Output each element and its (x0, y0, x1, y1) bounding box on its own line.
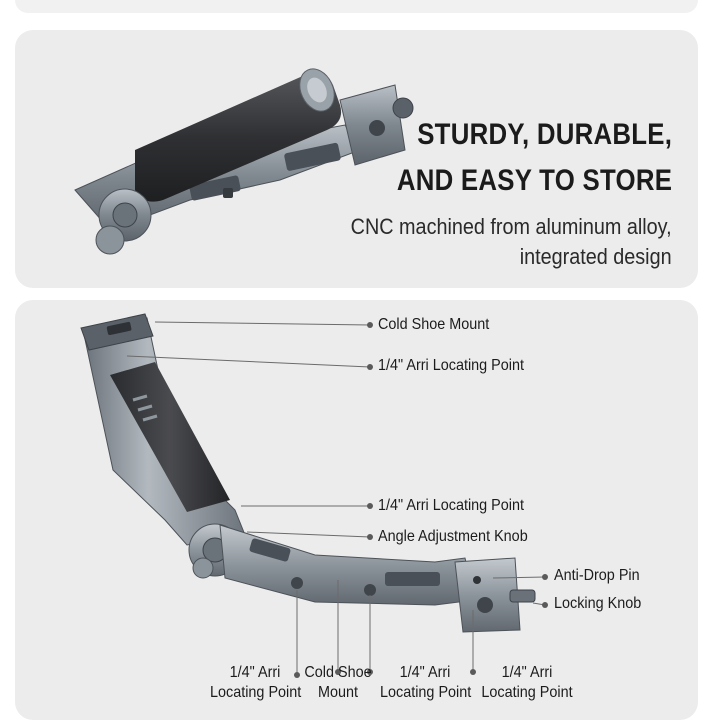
callout-bottom-cold-shoe-line2: Mount (317, 684, 359, 701)
callout-angle-adjustment-knob: Angle Adjustment Knob (378, 528, 528, 545)
callout-anti-drop-pin: Anti-Drop Pin (554, 567, 640, 584)
callout-bottom-arri-1: 1/4" Arri Locating Point (210, 663, 302, 703)
subheadline: CNC machined from aluminum alloy, integr… (351, 212, 672, 272)
callout-bottom-cold-shoe: Cold Shoe Mount (304, 663, 372, 703)
callout-cold-shoe-mount: Cold Shoe Mount (378, 316, 490, 333)
callout-bottom-cold-shoe-line1: Cold Shoe (304, 664, 372, 681)
handle-illustration-folded (74, 68, 414, 255)
callout-bottom-arri-3: 1/4" Arri Locating Point (480, 663, 574, 703)
subheadline-line-1: CNC machined from aluminum alloy, (351, 214, 672, 239)
callout-bottom-arri-2: 1/4" Arri Locating Point (380, 663, 472, 703)
handle-illustration-unfolded (80, 313, 548, 678)
callout-bottom-arri-2-line1: 1/4" Arri (399, 664, 451, 681)
subheadline-line-2: integrated design (520, 244, 672, 269)
headline-line-1: STURDY, DURABLE, (417, 118, 672, 151)
callout-bottom-arri-3-line1: 1/4" Arri (501, 664, 553, 681)
callout-bottom-arri-1-line2: Locating Point (210, 684, 302, 701)
callout-locking-knob: Locking Knob (554, 595, 642, 612)
callout-bottom-arri-1-line1: 1/4" Arri (229, 664, 281, 681)
hero-panel: STURDY, DURABLE, AND EASY TO STORE CNC m… (15, 30, 698, 288)
headline-line-2: AND EASY TO STORE (396, 164, 672, 197)
top-strip (15, 0, 698, 13)
callout-bottom-arri-3-line2: Locating Point (481, 684, 573, 701)
headline: STURDY, DURABLE, AND EASY TO STORE (397, 112, 672, 204)
features-panel: Cold Shoe Mount 1/4" Arri Locating Point… (15, 300, 698, 720)
callout-arri-point-middle: 1/4" Arri Locating Point (378, 497, 524, 514)
callout-bottom-arri-2-line2: Locating Point (380, 684, 472, 701)
callout-arri-point-upper: 1/4" Arri Locating Point (378, 357, 524, 374)
